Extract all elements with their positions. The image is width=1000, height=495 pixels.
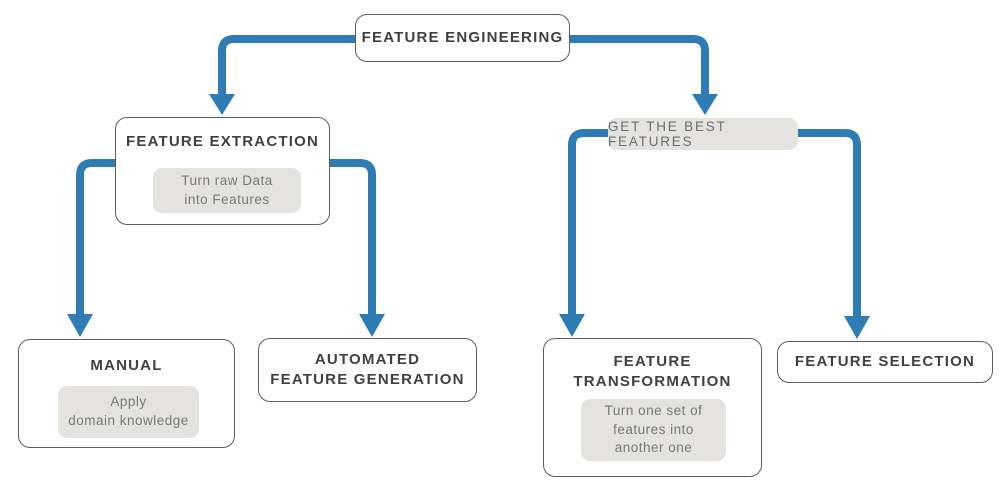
connector-extraction-to-manual	[76, 159, 115, 316]
node-title: MANUAL	[90, 357, 163, 374]
note-line: Turn one set of	[604, 403, 703, 419]
node-title: FEATURE ENGINEERING	[361, 28, 564, 46]
node-title: FEATURE SELECTION	[794, 352, 976, 370]
connector-best-features-to-transformation	[568, 129, 608, 316]
node-title-line: FEATURE	[613, 353, 692, 370]
arrowhead-to-automated	[359, 314, 385, 337]
node-note: Apply domain knowledge	[58, 386, 199, 438]
node-title-line: AUTOMATED	[314, 350, 421, 368]
node-get-the-best-features: GET THE BEST FEATURES	[608, 118, 798, 150]
note-line: another one	[614, 440, 693, 456]
connector-best-features-to-selection	[798, 129, 861, 317]
arrowhead-to-selection	[844, 316, 870, 339]
note-line: features into	[613, 421, 694, 437]
note-line: Turn raw Data	[181, 172, 273, 188]
connector-root-to-extraction	[218, 35, 355, 96]
node-feature-transformation: FEATURE TRANSFORMATION Turn one set of f…	[543, 338, 762, 477]
node-manual: MANUAL Apply domain knowledge	[18, 339, 235, 448]
arrowhead-to-best-features	[692, 94, 718, 115]
badge-label: GET THE BEST FEATURES	[608, 119, 727, 149]
arrowhead-to-manual	[67, 314, 93, 337]
note-line: into Features	[184, 191, 270, 207]
node-title-line: TRANSFORMATION	[573, 373, 732, 391]
node-automated-feature-generation: AUTOMATED FEATURE GENERATION	[258, 338, 477, 402]
node-feature-extraction: FEATURE EXTRACTION Turn raw Data into Fe…	[115, 117, 330, 225]
node-note: Turn one set of features into another on…	[581, 399, 726, 461]
note-line: domain knowledge	[68, 413, 189, 428]
node-title: FEATURE EXTRACTION	[126, 133, 319, 150]
node-note: Turn raw Data into Features	[153, 168, 301, 213]
node-title-line: FEATURE GENERATION	[270, 371, 465, 388]
node-feature-engineering: FEATURE ENGINEERING	[355, 14, 570, 62]
connector-root-to-best-features	[570, 35, 709, 96]
arrowhead-to-extraction	[209, 94, 235, 115]
note-line: Apply	[110, 394, 147, 410]
arrowhead-to-transformation	[559, 314, 585, 337]
node-feature-selection: FEATURE SELECTION	[777, 341, 993, 383]
connector-extraction-to-automated	[330, 159, 376, 316]
